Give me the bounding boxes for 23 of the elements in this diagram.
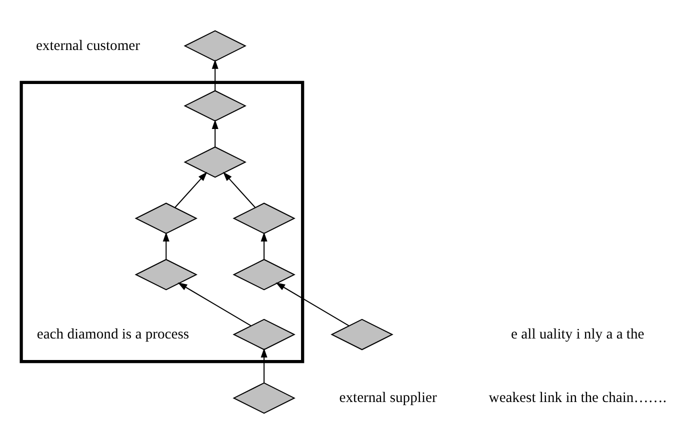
node-label: each diamond is a process <box>36 326 190 342</box>
node-label: external supplier <box>339 390 437 406</box>
node-diamond <box>184 90 246 122</box>
arrow <box>260 348 268 383</box>
label: weakest link in the chain……. <box>488 390 667 406</box>
arrow <box>260 232 268 260</box>
node-diamond <box>232 202 296 234</box>
arrow <box>276 282 350 326</box>
node-diamond <box>184 146 246 178</box>
arrow <box>222 172 256 208</box>
arrow <box>174 172 208 208</box>
arrow <box>212 60 218 90</box>
node-diamond <box>330 318 394 350</box>
label: e all uality i nly a a the <box>511 326 644 342</box>
node-label: external customer <box>36 38 140 54</box>
cluster <box>20 80 304 364</box>
node-diamond <box>134 202 198 234</box>
arrow <box>162 232 170 260</box>
node-diamond <box>232 382 296 414</box>
arrow <box>178 282 252 326</box>
node-diamond <box>232 318 296 350</box>
arrow <box>212 120 218 147</box>
node-diamond <box>184 30 246 62</box>
